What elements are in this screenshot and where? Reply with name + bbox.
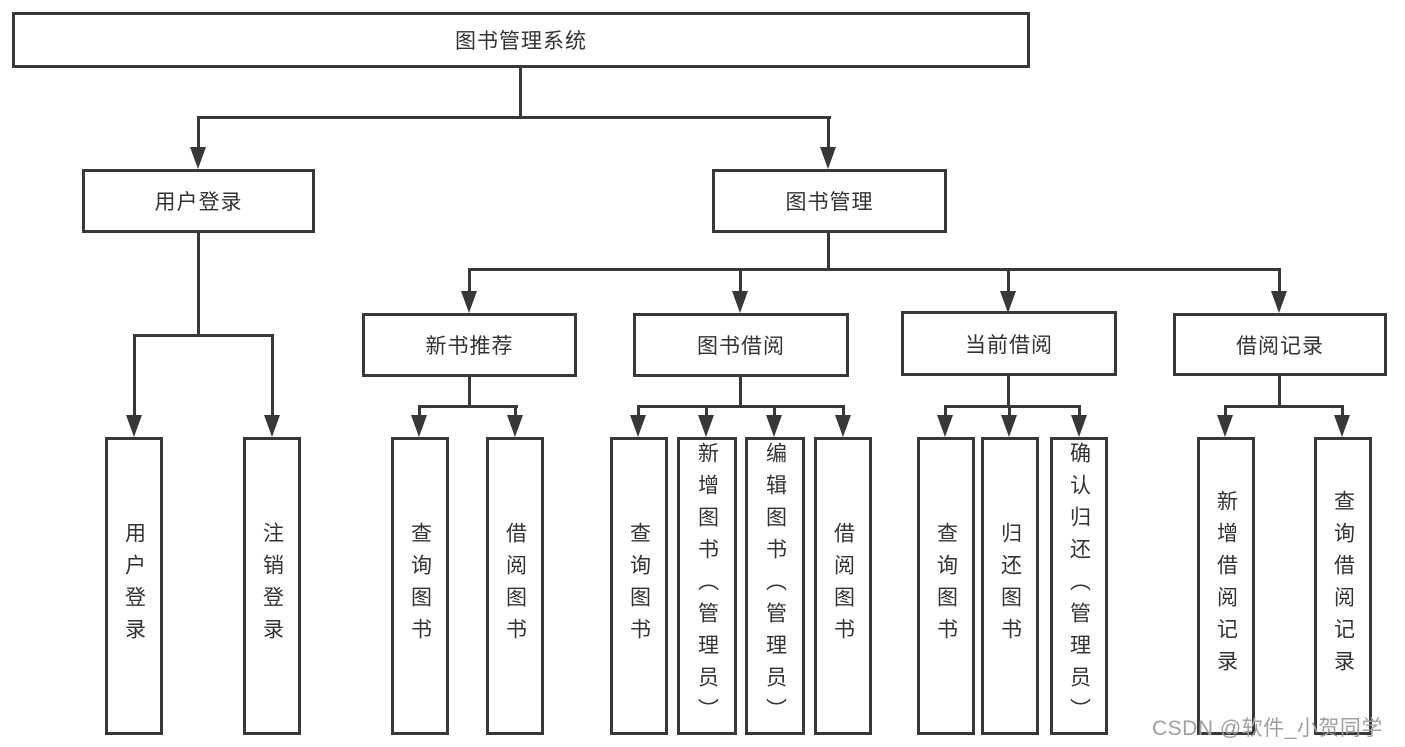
connector-line	[842, 405, 845, 417]
connector-line	[468, 268, 1281, 271]
leaf-borrow-books-recommend: 借阅图书	[486, 437, 544, 735]
arrow-down-icon	[835, 415, 851, 437]
connector-line	[1078, 405, 1081, 417]
connector-line	[468, 377, 471, 408]
node-new-book-recommend: 新书推荐	[362, 313, 577, 377]
connector-line	[1007, 376, 1010, 408]
arrow-down-icon	[1334, 415, 1350, 437]
leaf-edit-books-admin-label: 编辑图书（管理员）	[763, 442, 787, 730]
leaf-query-books-current: 查询图书	[917, 437, 975, 735]
node-book-management-label: 图书管理	[785, 191, 874, 214]
leaf-query-books-recommend-label: 查询图书	[408, 522, 432, 650]
leaf-user-login: 用户登录	[105, 437, 163, 735]
arrow-down-icon	[190, 147, 206, 169]
node-borrowing-records-label: 借阅记录	[1236, 334, 1324, 358]
connector-line	[944, 405, 947, 417]
arrow-down-icon	[820, 147, 836, 169]
node-book-borrowing-label: 图书借阅	[697, 335, 785, 358]
arrow-down-icon	[1217, 415, 1233, 437]
connector-line	[1278, 376, 1281, 408]
connector-line	[705, 405, 708, 417]
leaf-borrow-books-recommend-label: 借阅图书	[503, 522, 527, 650]
arrow-down-icon	[461, 291, 477, 313]
connector-line	[1008, 405, 1011, 417]
connector-line	[944, 405, 1081, 408]
leaf-query-books-current-label: 查询图书	[934, 522, 958, 650]
arrow-down-icon	[698, 415, 714, 437]
connector-line	[197, 233, 200, 337]
node-library-system: 图书管理系统	[12, 12, 1030, 68]
connector-line	[739, 268, 742, 294]
connector-line	[637, 405, 640, 417]
connector-line	[1278, 268, 1281, 294]
connector-line	[197, 116, 831, 119]
node-library-system-label: 图书管理系统	[455, 30, 587, 53]
node-book-management: 图书管理	[712, 169, 947, 233]
leaf-edit-books-admin: 编辑图书（管理员）	[745, 437, 805, 735]
connector-line	[133, 334, 136, 417]
leaf-return-books-label: 归还图书	[998, 522, 1022, 650]
connector-line	[773, 405, 776, 417]
connector-line	[1224, 405, 1227, 417]
connector-line	[1224, 405, 1344, 408]
arrow-down-icon	[937, 415, 953, 437]
connector-line	[739, 377, 742, 408]
leaf-add-books-admin: 新增图书（管理员）	[677, 437, 737, 735]
connector-line	[519, 68, 522, 118]
connector-line	[514, 405, 517, 417]
arrow-down-icon	[1071, 415, 1087, 437]
leaf-user-login-label: 用户登录	[122, 522, 146, 650]
connector-line	[637, 405, 845, 408]
connector-line	[827, 233, 830, 271]
leaf-confirm-return-admin: 确认归还（管理员）	[1050, 437, 1108, 735]
leaf-return-books: 归还图书	[981, 437, 1039, 735]
arrow-down-icon	[766, 415, 782, 437]
leaf-query-books-borrowing: 查询图书	[610, 437, 668, 735]
connector-line	[418, 405, 421, 417]
connector-line	[1007, 268, 1010, 294]
arrow-down-icon	[1000, 291, 1016, 313]
leaf-logout-label: 注销登录	[260, 522, 284, 650]
leaf-borrow-books-borrowing: 借阅图书	[814, 437, 872, 735]
watermark: CSDN @软件_小贺同学	[1152, 717, 1383, 740]
connector-line	[468, 268, 471, 294]
arrow-down-icon	[1001, 415, 1017, 437]
node-current-borrowing: 当前借阅	[901, 311, 1117, 376]
leaf-add-borrow-record: 新增借阅记录	[1197, 437, 1255, 735]
connector-line	[271, 334, 274, 417]
arrow-down-icon	[1271, 291, 1287, 313]
node-user-login: 用户登录	[82, 169, 315, 233]
node-book-borrowing: 图书借阅	[633, 313, 849, 377]
leaf-logout: 注销登录	[243, 437, 301, 735]
leaf-add-books-admin-label: 新增图书（管理员）	[695, 442, 719, 730]
leaf-query-borrow-record-label: 查询借阅记录	[1331, 490, 1355, 682]
node-new-book-recommend-label: 新书推荐	[425, 335, 514, 358]
arrow-down-icon	[126, 415, 142, 437]
leaf-query-books-borrowing-label: 查询图书	[627, 522, 651, 650]
leaf-add-borrow-record-label: 新增借阅记录	[1214, 490, 1238, 682]
connector-line	[1341, 405, 1344, 417]
node-current-borrowing-label: 当前借阅	[965, 333, 1053, 357]
connector-line	[197, 116, 200, 150]
node-user-login-label: 用户登录	[154, 191, 243, 214]
leaf-borrow-books-borrowing-label: 借阅图书	[831, 522, 855, 650]
arrow-down-icon	[732, 291, 748, 313]
connector-line	[133, 334, 274, 337]
connector-line	[418, 405, 518, 408]
leaf-confirm-return-admin-label: 确认归还（管理员）	[1067, 442, 1091, 730]
arrow-down-icon	[507, 415, 523, 437]
leaf-query-books-recommend: 查询图书	[391, 437, 449, 735]
arrow-down-icon	[264, 415, 280, 437]
arrow-down-icon	[411, 415, 427, 437]
node-borrowing-records: 借阅记录	[1173, 313, 1387, 376]
arrow-down-icon	[630, 415, 646, 437]
connector-line	[827, 116, 830, 150]
leaf-query-borrow-record: 查询借阅记录	[1314, 437, 1372, 735]
